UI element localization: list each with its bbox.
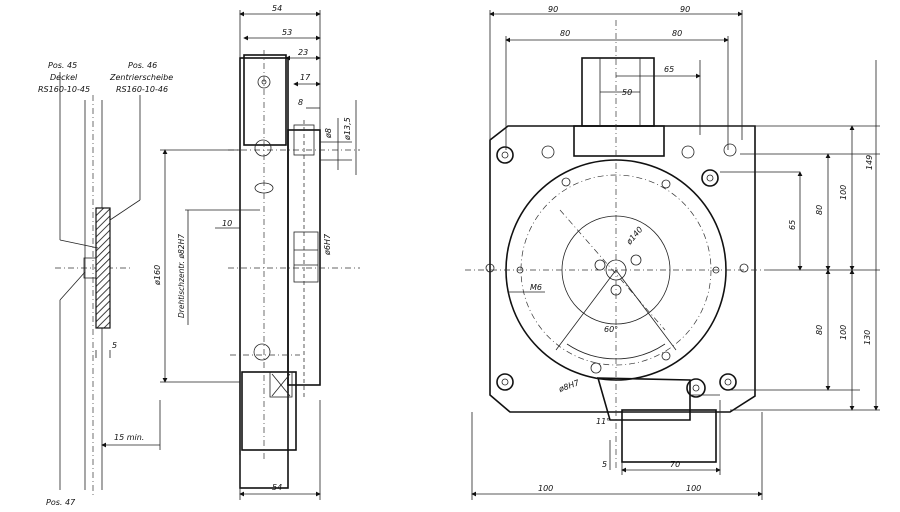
label-pos45: Pos. 45 [48, 61, 77, 70]
dim-70: 70 [670, 460, 680, 469]
dim-65-top: 65 [664, 65, 674, 74]
dim-149: 149 [865, 155, 874, 170]
front-view: 90 90 80 80 65 50 149 100 80 65 80 100 1… [465, 5, 880, 500]
dim-90-left: 90 [548, 5, 558, 14]
dim-17: 17 [300, 73, 311, 82]
dim-15min: 15 min. [114, 433, 144, 442]
thread-m6: M6 [530, 283, 542, 292]
dim-23: 23 [298, 48, 308, 57]
dim-80-left: 80 [560, 29, 570, 38]
label-pos46: Pos. 46 [128, 61, 157, 70]
dim-54-top: 54 [272, 4, 282, 13]
angle-60: 60° [604, 325, 618, 334]
dim-53: 53 [282, 28, 292, 37]
dim-80-r1: 80 [815, 205, 824, 215]
label-pos47: Pos. 47 [46, 498, 76, 507]
detail-view-left: Pos. 45 Deckel RS160-10-45 Pos. 46 Zentr… [38, 61, 173, 507]
dim-5-left: 5 [112, 341, 117, 350]
dim-8: 8 [298, 98, 303, 107]
side-view: 54 53 23 17 8 ø8 ø13,5 ø6H7 10 Drehtisch… [153, 4, 360, 500]
dim-dia6h7: ø6H7 [323, 233, 332, 256]
dim-dia140: ø140 [624, 225, 645, 247]
dim-dia160: ø160 [153, 265, 162, 286]
dim-80-r2: 80 [815, 325, 824, 335]
centering-disc-section [95, 207, 111, 329]
label-rs46: RS160-10-46 [116, 85, 168, 94]
dim-54-bottom: 54 [272, 483, 282, 492]
dim-80-right: 80 [672, 29, 682, 38]
label-drehtisch: Drehtischzentr. ø82H7 [177, 234, 186, 318]
angle-11: 11° [596, 417, 610, 426]
dim-10: 10 [222, 219, 232, 228]
dim-100-r1: 100 [839, 185, 848, 200]
dim-dia13-5: ø13,5 [343, 117, 352, 141]
dim-100-r2: 100 [839, 325, 848, 340]
dim-90-right: 90 [680, 5, 690, 14]
dim-100-bottom-left: 100 [538, 484, 553, 493]
label-zentrierscheibe: Zentrierscheibe [109, 73, 173, 82]
dim-100-bottom-right: 100 [686, 484, 701, 493]
dim-dia8h7: ø8H7 [557, 378, 582, 394]
dim-130: 130 [863, 330, 872, 345]
dim-5-bottom: 5 [602, 460, 607, 469]
label-deckel: Deckel [50, 73, 78, 82]
dim-50: 50 [622, 88, 632, 97]
label-rs45: RS160-10-45 [38, 85, 90, 94]
dim-dia8: ø8 [324, 128, 333, 139]
dim-65-right: 65 [788, 220, 797, 230]
